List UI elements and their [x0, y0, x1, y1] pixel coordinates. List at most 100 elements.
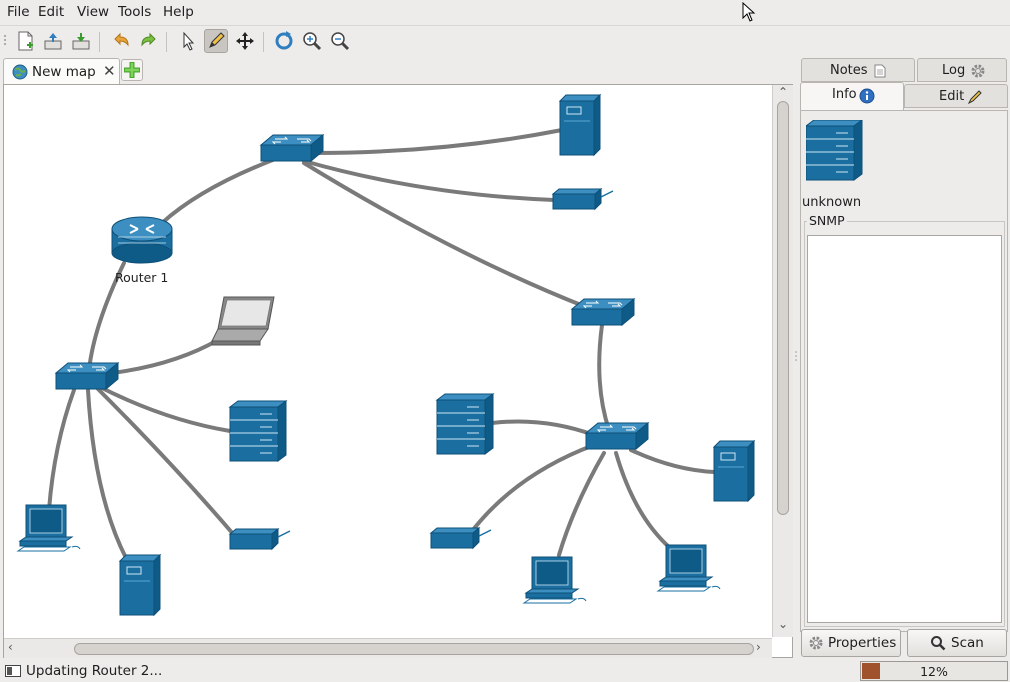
device-icon [806, 120, 863, 181]
link[interactable] [597, 323, 611, 432]
modem-device[interactable] [229, 528, 291, 550]
horizontal-scroll-thumb[interactable] [74, 643, 754, 655]
new-map-button[interactable] [13, 29, 37, 53]
workstation-pc[interactable] [523, 556, 587, 604]
modem-device[interactable] [552, 188, 614, 210]
move-tool-button[interactable] [233, 29, 257, 53]
move-icon [236, 32, 254, 50]
snmp-label: SNMP [807, 213, 847, 228]
tower-server[interactable] [713, 440, 755, 502]
globe-icon [12, 64, 28, 80]
link[interactable] [490, 419, 596, 437]
link[interactable] [47, 388, 76, 512]
zoom-in-button[interactable] [300, 29, 324, 53]
properties-button[interactable]: Properties [801, 629, 901, 657]
zoom-out-icon [331, 32, 350, 51]
network-map[interactable] [4, 85, 770, 637]
tab-info[interactable]: Info [800, 82, 904, 111]
link[interactable] [86, 388, 128, 560]
refresh-button[interactable] [272, 29, 296, 53]
plus-icon [124, 62, 140, 78]
pointer-icon [183, 31, 195, 51]
grip-icon[interactable] [3, 34, 7, 48]
workstation-pc[interactable] [657, 544, 721, 592]
link[interactable] [110, 338, 220, 375]
info-tab-content: unknown SNMP [800, 110, 1008, 632]
pencil-icon [967, 90, 982, 105]
mouse-cursor-icon [742, 2, 756, 22]
horizontal-scrollbar[interactable]: ‹ › [4, 638, 772, 658]
menu-edit[interactable]: Edit [38, 4, 65, 20]
close-icon[interactable]: ✕ [103, 62, 116, 80]
router-label: Router 1 [115, 270, 169, 285]
link[interactable] [94, 383, 232, 433]
progress-bar: 12% [860, 661, 1008, 681]
snmp-output[interactable] [807, 235, 1002, 623]
switch-right-top[interactable] [571, 298, 635, 326]
tower-server[interactable] [119, 554, 161, 616]
link[interactable] [160, 153, 288, 225]
open-button[interactable] [41, 29, 65, 53]
open-icon [44, 33, 62, 50]
status-bar: Updating Router 2... [0, 660, 1010, 682]
links [47, 128, 716, 560]
progress-fill [862, 663, 880, 679]
gear-icon [809, 636, 823, 650]
modem-device[interactable] [430, 527, 492, 549]
switch-left[interactable] [55, 362, 119, 390]
pointer-tool-button[interactable] [176, 29, 200, 53]
save-button[interactable] [69, 29, 93, 53]
document-icon [874, 64, 886, 78]
vertical-scroll-thumb[interactable] [777, 101, 789, 515]
link[interactable] [94, 385, 236, 537]
rack-server[interactable] [436, 393, 494, 455]
new-map-icon [18, 31, 33, 51]
scan-button[interactable]: Scan [907, 629, 1007, 657]
save-icon [72, 33, 90, 50]
link[interactable] [87, 261, 126, 372]
tower-server[interactable] [559, 94, 601, 156]
info-icon [859, 88, 875, 104]
device-panel: Notes Log Info Edit unknown SNMP Propert… [799, 56, 1009, 660]
menu-view[interactable]: View [77, 4, 110, 20]
menu-tools[interactable]: Tools [118, 4, 152, 20]
tab-label: New map [32, 64, 96, 80]
pencil-tool-button[interactable] [204, 29, 228, 53]
map-canvas[interactable]: Router 1 [4, 85, 770, 637]
search-icon [931, 636, 946, 651]
router-1[interactable] [111, 216, 173, 264]
scroll-right-icon[interactable]: › [756, 640, 761, 654]
scroll-left-icon[interactable]: ‹ [8, 640, 13, 654]
add-tab-button[interactable] [121, 59, 143, 81]
link[interactable] [302, 161, 588, 309]
link[interactable] [467, 443, 596, 537]
gear-icon [971, 64, 985, 78]
scroll-up-icon[interactable]: ⌃ [778, 85, 789, 99]
redo-button[interactable] [136, 29, 160, 53]
tab-edit[interactable]: Edit [904, 84, 1008, 108]
switch-right-bottom[interactable] [585, 422, 649, 450]
scroll-down-icon[interactable]: ⌄ [778, 617, 789, 631]
vertical-scrollbar[interactable]: ⌃ ⌄ [772, 85, 793, 637]
menu-help[interactable]: Help [163, 4, 194, 20]
progress-text: 12% [920, 664, 948, 679]
pencil-icon [209, 32, 225, 48]
undo-button[interactable] [108, 29, 132, 53]
snmp-group [804, 221, 1005, 627]
tab-notes[interactable]: Notes [801, 58, 915, 82]
tab-new-map[interactable]: New map ✕ [3, 58, 120, 84]
link[interactable] [629, 448, 716, 474]
link[interactable] [302, 159, 556, 202]
zoom-out-button[interactable] [328, 29, 352, 53]
tab-log[interactable]: Log [917, 58, 1007, 82]
undo-icon [114, 32, 129, 47]
splitter-handle-icon[interactable] [795, 350, 797, 362]
switch-top[interactable] [260, 134, 324, 162]
link[interactable] [557, 451, 606, 557]
rack-server[interactable] [229, 400, 287, 462]
link[interactable] [312, 128, 564, 155]
link[interactable] [614, 451, 671, 549]
laptop-device[interactable] [211, 296, 275, 346]
workstation-pc[interactable] [17, 504, 81, 552]
menu-file[interactable]: File [7, 4, 30, 20]
